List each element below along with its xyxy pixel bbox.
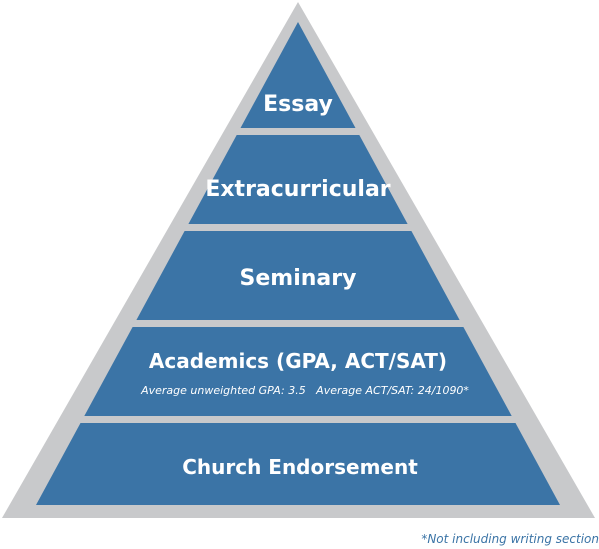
tier-academics-band — [84, 327, 512, 416]
tier-essay-band — [240, 22, 356, 128]
tier-academics-sublabel: Average unweighted GPA: 3.5 Average ACT/… — [140, 384, 469, 397]
footnote: *Not including writing section — [421, 532, 599, 546]
tier-extracurricular-label: Extracurricular — [205, 177, 390, 202]
tier-seminary-label: Seminary — [240, 266, 357, 291]
tier-church-endorsement-band — [36, 423, 560, 505]
tier-essay-label: Essay — [263, 92, 333, 117]
tier-seminary-band — [136, 231, 460, 320]
tier-church-endorsement-label: Church Endorsement — [182, 455, 418, 479]
tier-academics-label: Academics (GPA, ACT/SAT) — [149, 349, 447, 373]
tier-extracurricular-band — [188, 135, 408, 224]
